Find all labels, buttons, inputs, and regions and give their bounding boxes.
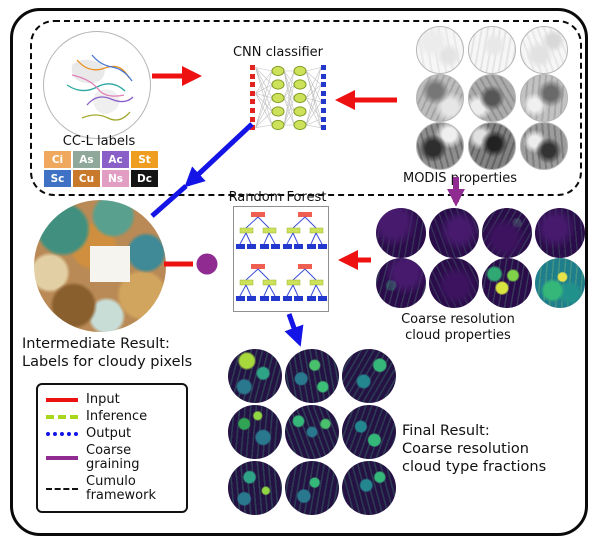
modis-properties-label: MODIS properties [402, 171, 518, 186]
modis-globe [468, 26, 516, 74]
inference-line-sample [46, 415, 78, 419]
coarse-property-globe [429, 258, 479, 308]
coarse-property-globe [376, 208, 426, 258]
cnn-hidden-nodes [271, 65, 307, 131]
final-result-text: Final Result: Coarse resolution cloud ty… [402, 423, 547, 475]
intermediate-result-globe [34, 200, 166, 332]
ccl-class-chip: Cu [73, 170, 100, 187]
legend-label: Inference [86, 409, 148, 424]
legend-label: Coarse graining [86, 443, 140, 472]
cnn-output-nodes [321, 65, 326, 130]
coarse-property-globe [482, 258, 532, 308]
cnn-connections [255, 67, 322, 128]
modis-globe [416, 74, 464, 122]
cloud-fraction-globe [342, 405, 396, 459]
legend-label: Input [86, 392, 120, 407]
modis-globe [468, 74, 516, 122]
legend-item-inference: Inference [46, 410, 178, 424]
legend-item-cumulo-framework: Cumulo framework [46, 475, 178, 503]
coarse-property-globe [429, 208, 479, 258]
coarse-properties-label: Coarse resolution cloud properties [401, 312, 515, 343]
ccl-class-chip: St [131, 151, 158, 168]
cloud-fraction-globe [342, 349, 396, 403]
ccl-class-chip: Sc [44, 170, 71, 187]
legend-item-output: Output [46, 427, 178, 441]
ccl-class-chip: Dc [131, 170, 158, 187]
modis-globe [416, 26, 464, 74]
label-scribbles [66, 54, 134, 121]
ccl-class-chip: Ns [102, 170, 129, 187]
output-line-sample [46, 432, 78, 436]
ccl-class-chip: Ac [102, 151, 129, 168]
input-line-sample [46, 398, 78, 402]
cloud-fraction-globe [285, 349, 339, 403]
coarse-property-globe [482, 208, 532, 258]
ccl-labels-title: CC-L labels [62, 134, 136, 149]
modis-globe [520, 122, 568, 170]
coarse-property-globe [535, 258, 585, 308]
cnn-classifier-diagram [250, 65, 326, 131]
ccl-class-chip: Ci [44, 151, 71, 168]
coarse-property-globe [535, 208, 585, 258]
cumulo-framework-line-sample [46, 488, 78, 490]
cloud-fraction-globe [285, 461, 339, 515]
cloud-fraction-globe [342, 461, 396, 515]
legend-box: Input Inference Output Coarse graining C… [36, 383, 188, 513]
coarse-property-globe [376, 258, 426, 308]
legend-item-coarse-graining: Coarse graining [46, 444, 178, 472]
cloud-fraction-globe [228, 405, 282, 459]
cumulo-framework-boundary [30, 20, 582, 196]
cnn-classifier-label: CNN classifier [232, 45, 324, 60]
legend-item-input: Input [46, 393, 178, 407]
cloud-fraction-globe [228, 349, 282, 403]
figure-border [10, 8, 588, 536]
coarse-graining-line-sample [46, 456, 78, 460]
cnn-input-nodes [250, 65, 255, 130]
modis-globe [520, 26, 568, 74]
modis-globe [468, 122, 516, 170]
ccl-class-grid: Ci As Ac St Sc Cu Ns Dc [44, 151, 158, 187]
modis-globe [520, 74, 568, 122]
intermediate-result-text: Intermediate Result: Labels for cloudy p… [22, 336, 193, 370]
ccl-labels-globe [43, 31, 151, 139]
legend-label: Cumulo framework [86, 474, 157, 503]
cloud-fraction-globe [228, 461, 282, 515]
random-forest-diagram [233, 206, 329, 312]
legend-label: Output [86, 426, 132, 441]
random-forest-label: Random Forest [228, 190, 327, 205]
modis-globe [416, 122, 464, 170]
ccl-class-chip: As [73, 151, 100, 168]
cloud-fraction-globe [285, 405, 339, 459]
